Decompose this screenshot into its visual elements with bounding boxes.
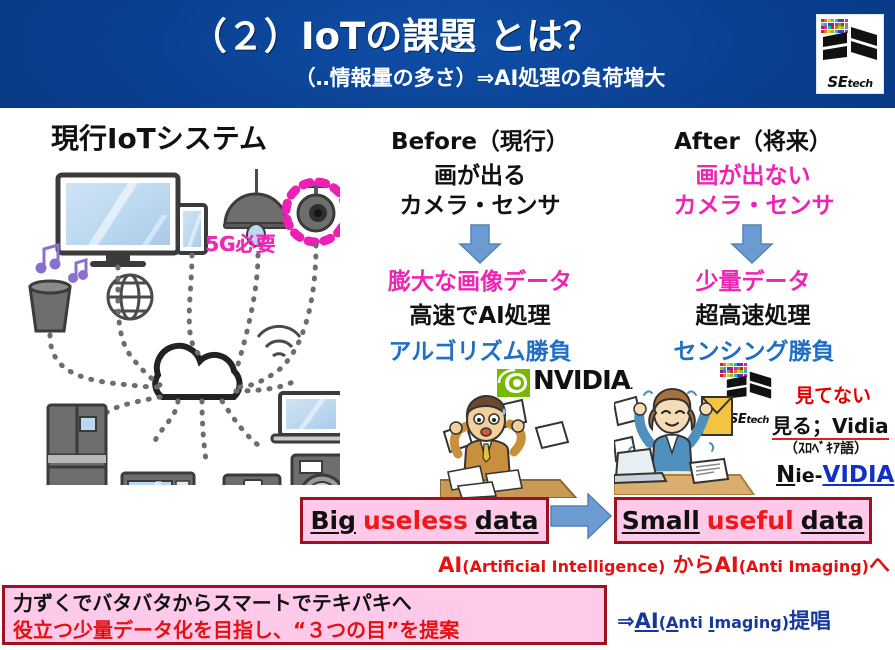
before-line-4: 高速でAI処理 (409, 303, 551, 329)
page-subtitle: （‥情報量の多さ）⇒AI処理の負荷増大 (294, 66, 666, 90)
after-line-1: 画が出ない (695, 163, 811, 189)
after-line-2: カメラ・センサ (673, 193, 835, 219)
logo-rainbow-grid (821, 19, 849, 35)
after-line-4: 超高速処理 (695, 303, 811, 329)
smart-speaker-icon (28, 279, 72, 333)
annotation-language: （ｽﾛﾍﾞｷｱ語） (784, 441, 868, 457)
summary-line-2: 役立つ少量データ化を目指し、“３つの目”を提案 (13, 618, 460, 642)
page-title: （２）IoTの課題 とは？ (189, 15, 601, 58)
annotation-not-watching: 見てない (795, 385, 872, 407)
ai-transition-caption: AI(Artificial Intelligence) からAI(Anti Im… (438, 553, 890, 577)
pill-right-word1: Small (621, 506, 700, 535)
pill-right-word3: data (800, 506, 865, 535)
annotation-nie-vidia: Nie-VIDIA (776, 462, 895, 488)
iot-system-illustration (28, 169, 340, 485)
stressed-businessman-illustration (440, 394, 578, 498)
before-line-5: アルゴリズム勝負 (388, 339, 572, 365)
logo-chevron-icon-small (726, 371, 772, 399)
badge-5g-required: 5G必要 (205, 232, 276, 256)
tablet-icon (176, 203, 208, 255)
logo-rainbow-grid-small (720, 363, 748, 379)
pill-left-word3: data (474, 506, 539, 535)
washing-machine-icon (290, 453, 340, 485)
nvidia-logo: NVIDIA. (497, 366, 635, 398)
setech-logo-small: SEtech (718, 363, 780, 427)
setech-logo: SEtech (816, 14, 884, 94)
globe-icon (106, 273, 154, 321)
before-down-arrow-icon (458, 224, 502, 264)
security-camera-icon (281, 177, 340, 247)
before-line-2: カメラ・センサ (399, 193, 561, 219)
logo-chevron-icon (823, 27, 877, 60)
logo-wordmark: SEtech (827, 73, 873, 91)
laptop-icon (270, 391, 340, 444)
pill-left-word1: Big (310, 506, 356, 535)
before-line-1: 画が出る (434, 163, 526, 189)
before-column-title: Before（現行） (391, 129, 569, 155)
microwave-icon (120, 471, 196, 485)
music-notes-icon (35, 243, 88, 283)
pill-left-word2: useless (363, 506, 468, 535)
ai-proposal-caption: ⇒AI(Anti Imaging)提唱 (617, 609, 831, 633)
nvidia-eye-icon (497, 368, 530, 397)
slide-header: （２）IoTの課題 とは？ （‥情報量の多さ）⇒AI処理の負荷増大 (0, 0, 895, 108)
nvidia-wordmark: NVIDIA. (533, 366, 634, 396)
transition-right-arrow-icon (550, 492, 612, 540)
after-column-title: After（将来） (674, 129, 832, 155)
wifi-icon (256, 324, 302, 358)
after-line-5: センシング勝負 (673, 339, 835, 365)
efficient-businesswoman-illustration (614, 387, 756, 495)
before-line-3: 膨大な画像データ (388, 269, 572, 295)
summary-box: 力ずくでバタバタからスマートでテキパキへ 役立つ少量データ化を目指し、“３つの目… (2, 585, 607, 645)
refrigerator-icon (46, 403, 108, 485)
left-column-heading: 現行IoTシステム (51, 122, 267, 155)
smart-scale-icon (222, 473, 282, 485)
after-line-3: 少量データ (695, 269, 811, 295)
tv-icon (55, 172, 181, 267)
annotation-watching: 見る；Vidia (772, 414, 889, 440)
logo-wordmark-small: SEtech (729, 412, 769, 427)
summary-line-1: 力ずくでバタバタからスマートでテキパキへ (13, 591, 412, 615)
pill-right-word2: useful (706, 506, 794, 535)
after-down-arrow-icon (730, 224, 774, 264)
network-dotted-links (47, 242, 319, 464)
